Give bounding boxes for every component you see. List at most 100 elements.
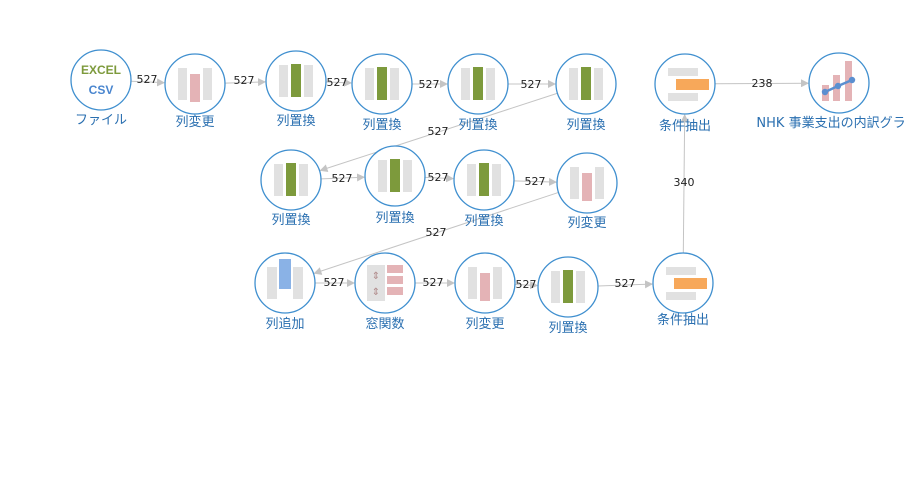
edge-count-label: 527 (234, 74, 255, 87)
node-n1[interactable]: EXCEL CSV ファイル (70, 49, 132, 128)
edge-line (424, 174, 455, 183)
edge-n10-n11[interactable]: 527 (424, 171, 455, 184)
node-label: 窓関数 (365, 316, 404, 332)
svg-text:⇕: ⇕ (372, 287, 380, 298)
csv-text: CSV (89, 83, 114, 97)
excel-text: EXCEL (81, 63, 121, 77)
node-n8[interactable]: NHK 事業支出の内訳グラ (756, 52, 906, 131)
node-label: 列追加 (265, 316, 304, 332)
edge-line (714, 79, 810, 88)
edge-n7-n8[interactable]: 238 (714, 77, 810, 90)
node-circle (70, 49, 132, 111)
edge-n16-n17[interactable]: 527 (597, 277, 654, 290)
node-label: 列置換 (464, 214, 503, 229)
node-label: 列変更 (465, 316, 504, 332)
edge-n1-n2[interactable]: 527 (130, 73, 166, 87)
edge-count-label: 527 (423, 276, 444, 289)
node-n5[interactable]: 列置換 (447, 53, 509, 133)
column-change-icon (468, 267, 502, 301)
column-change-icon (570, 167, 604, 201)
column-swap-icon (467, 163, 501, 196)
edge-line (514, 281, 539, 290)
edge-count-label: 527 (428, 125, 449, 138)
node-n7[interactable]: 条件抽出 (654, 53, 716, 134)
node-label: 列置換 (548, 321, 587, 336)
node-label: 条件抽出 (657, 312, 709, 328)
node-n11[interactable]: 列置換 (453, 149, 515, 229)
column-swap-icon (378, 159, 412, 192)
edge-line (320, 173, 366, 182)
edge-n17-n7[interactable]: 340 (674, 113, 695, 254)
edge-count-label: 527 (516, 278, 537, 291)
edge-line (680, 113, 689, 254)
edge-count-label: 527 (324, 276, 345, 289)
filter-icon (666, 267, 707, 300)
column-swap-icon (274, 163, 308, 196)
node-label: 列置換 (458, 118, 497, 133)
node-n14[interactable]: ⇕⇕窓関数 (354, 252, 416, 332)
edges-layer: 527 527 527 527 527 527 527 527 527 527 527 527 527 5… (130, 73, 810, 291)
column-swap-icon (365, 67, 399, 100)
edge-n5-n6[interactable]: 527 (508, 78, 556, 91)
edge-count-label: 238 (752, 77, 773, 90)
edge-count-label: 527 (525, 175, 546, 188)
edge-line (319, 92, 558, 173)
edge-n13-n14[interactable]: 527 (315, 276, 355, 289)
edge-line (513, 177, 558, 186)
edge-count-label: 340 (674, 176, 695, 189)
edge-line (597, 280, 654, 289)
node-n13[interactable]: 列追加 (254, 252, 316, 332)
edge-n14-n15[interactable]: 527 (415, 276, 455, 289)
window-function-icon: ⇕⇕ (367, 265, 403, 301)
edge-n11-n12[interactable]: 527 (513, 175, 558, 188)
excel-csv-icon: EXCEL CSV (81, 63, 121, 97)
edge-n6-n9[interactable]: 527 (319, 92, 558, 173)
edge-count-label: 527 (419, 78, 440, 91)
edge-n12-n13[interactable]: 527 (313, 191, 559, 275)
edge-n2-n3[interactable]: 527 (224, 74, 267, 87)
node-label: 列置換 (566, 118, 605, 133)
node-label: NHK 事業支出の内訳グラ (756, 115, 905, 131)
node-n4[interactable]: 列置換 (351, 53, 413, 133)
node-label: 列置換 (276, 114, 315, 129)
edge-line (313, 191, 559, 275)
node-label: 列置換 (375, 211, 414, 226)
node-label: 列変更 (175, 114, 214, 130)
column-swap-icon (461, 67, 495, 100)
column-swap-icon (279, 64, 313, 97)
node-n2[interactable]: 列変更 (164, 53, 226, 130)
edge-count-label: 527 (137, 73, 158, 86)
node-label: 条件抽出 (659, 118, 711, 134)
node-label: ファイル (75, 113, 127, 128)
edge-count-label: 527 (428, 171, 449, 184)
edge-line (130, 78, 166, 87)
edge-n4-n5[interactable]: 527 (412, 78, 448, 91)
node-n9[interactable]: 列置換 (260, 149, 322, 228)
node-n12[interactable]: 列変更 (556, 152, 618, 231)
node-n6[interactable]: 列置換 (555, 53, 617, 133)
node-n3[interactable]: 列置換 (265, 50, 327, 129)
edge-n9-n10[interactable]: 527 (320, 172, 366, 185)
edge-line (325, 78, 353, 87)
node-n10[interactable]: 列置換 (364, 145, 426, 226)
edge-count-label: 527 (426, 226, 447, 239)
node-n16[interactable]: 列置換 (537, 256, 599, 336)
edge-n15-n16[interactable]: 527 (514, 278, 539, 291)
edge-line (224, 78, 267, 87)
column-swap-icon (569, 67, 603, 100)
node-n15[interactable]: 列変更 (454, 252, 516, 332)
edge-count-label: 527 (615, 277, 636, 290)
filter-icon (668, 68, 709, 101)
node-label: 列置換 (271, 213, 310, 228)
column-change-icon (178, 68, 212, 102)
node-label: 列置換 (362, 118, 401, 133)
svg-text:⇕: ⇕ (372, 271, 380, 282)
chart-icon (821, 61, 856, 101)
column-add-icon (267, 259, 303, 299)
edge-n3-n4[interactable]: 527 (325, 76, 353, 89)
edge-count-label: 527 (521, 78, 542, 91)
edge-count-label: 527 (327, 76, 348, 89)
node-n17[interactable]: 条件抽出 (652, 252, 714, 328)
